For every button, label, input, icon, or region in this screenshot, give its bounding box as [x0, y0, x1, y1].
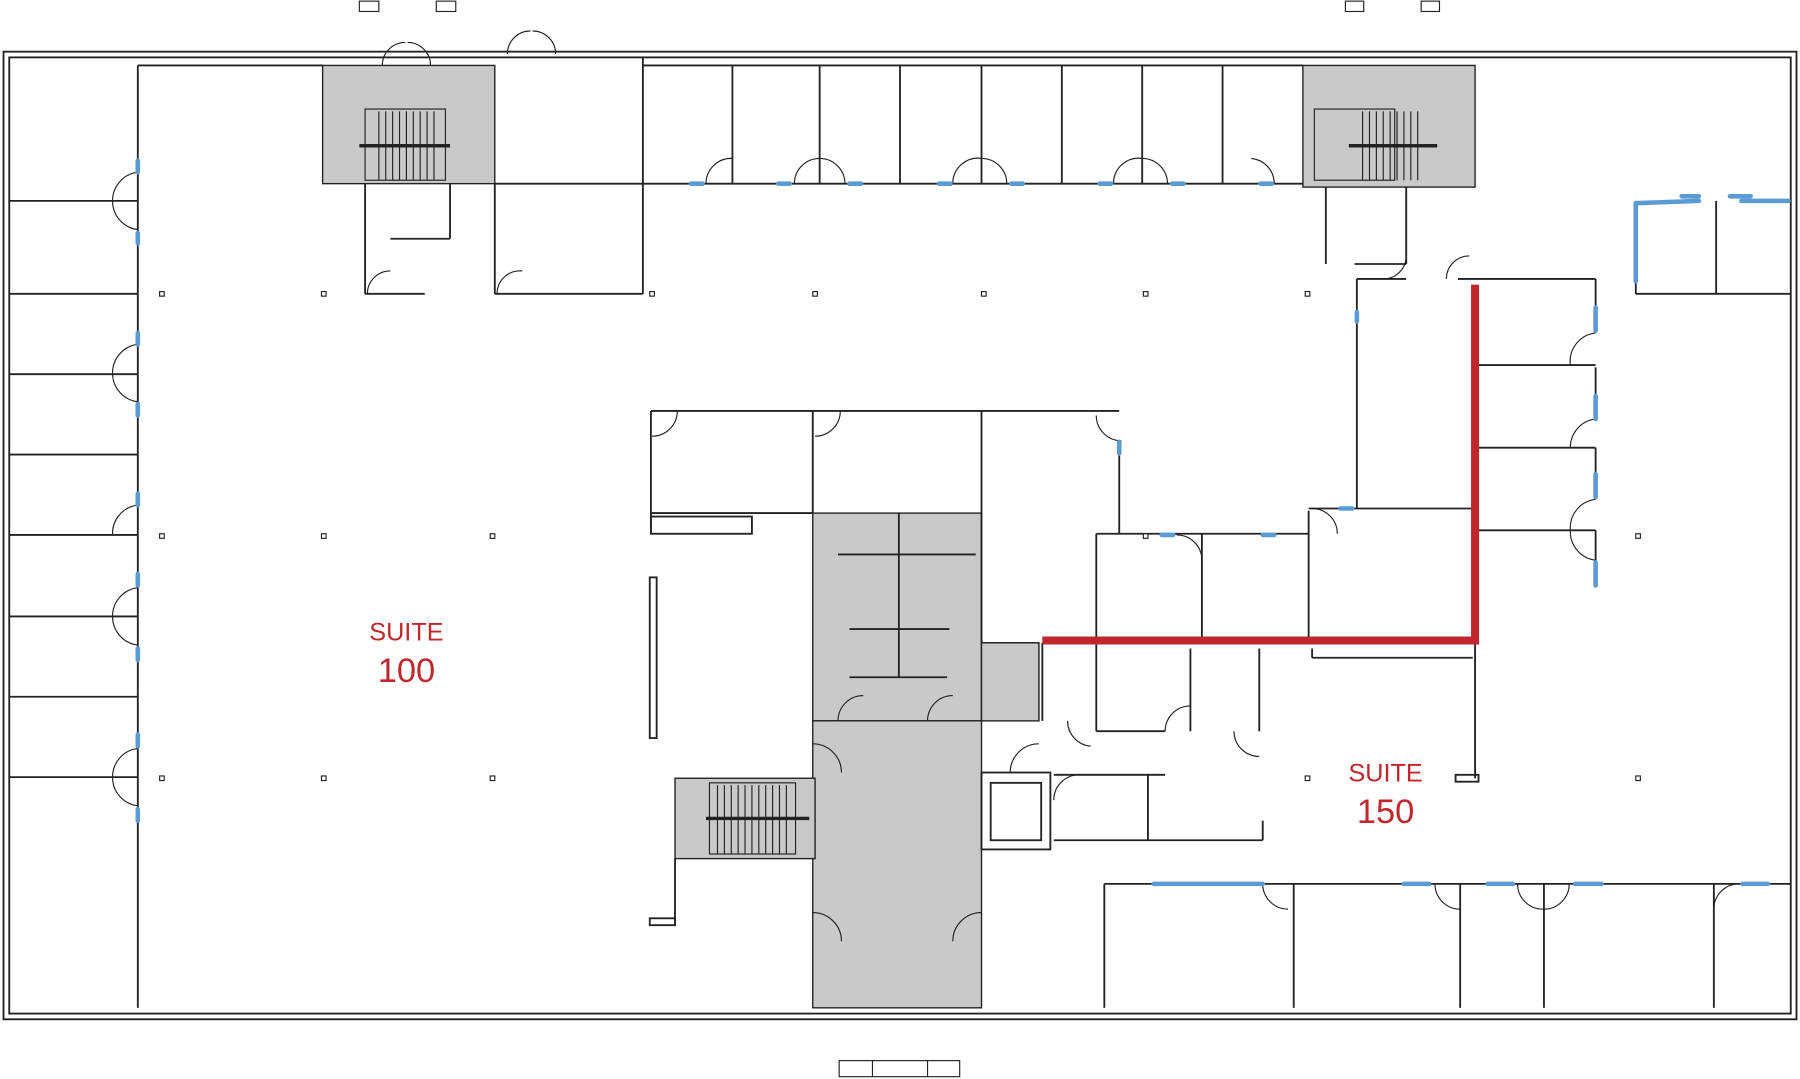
column — [320, 775, 327, 782]
column — [1635, 775, 1641, 782]
suite-100-title: SUITE — [369, 619, 443, 647]
column — [649, 290, 655, 297]
column — [159, 533, 165, 539]
suite-100-number: 100 — [378, 652, 435, 690]
suite-150-label: SUITE 150 — [1348, 760, 1422, 831]
structural-columns — [159, 290, 1641, 782]
stair-treads — [378, 111, 1419, 855]
column — [159, 290, 165, 297]
column — [812, 290, 818, 297]
column — [159, 775, 165, 782]
suite-150-number: 150 — [1357, 793, 1414, 831]
door-swings — [111, 30, 1740, 942]
column — [489, 775, 496, 782]
column — [320, 290, 327, 297]
building-core — [321, 64, 1476, 1009]
column — [320, 533, 327, 539]
column — [1142, 290, 1149, 297]
suite-150-title: SUITE — [1348, 760, 1422, 788]
suite-100-label: SUITE 100 — [369, 619, 443, 690]
column — [1142, 533, 1149, 539]
column — [1304, 775, 1311, 782]
column — [1304, 290, 1311, 297]
exterior-pads — [358, 0, 1441, 1078]
column — [489, 533, 496, 539]
glazing — [135, 158, 1791, 887]
column — [980, 290, 987, 297]
column — [1635, 533, 1641, 539]
demising-wall — [1042, 284, 1480, 645]
